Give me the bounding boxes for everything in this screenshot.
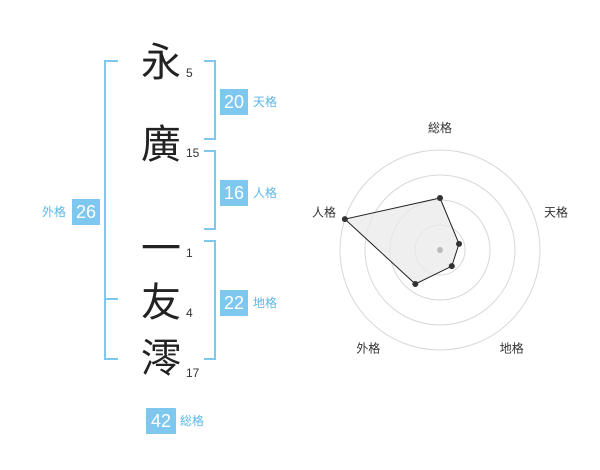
stroke-count: 5 xyxy=(186,66,193,80)
radar-point xyxy=(456,240,463,247)
jinkaku-label: 人格 xyxy=(253,186,278,200)
tenkaku-label: 天格 xyxy=(253,95,278,109)
stroke-count: 15 xyxy=(186,146,200,160)
gaikaku-number: 26 xyxy=(72,199,100,225)
gaikaku-bracket xyxy=(104,60,118,360)
radar-axis-label: 天格 xyxy=(544,204,568,219)
soukaku-number: 42 xyxy=(146,408,176,434)
chikaku-number: 22 xyxy=(220,290,248,316)
radar-center-dot xyxy=(437,247,443,253)
gaikaku-label: 外格 xyxy=(42,205,67,219)
tenkaku-number: 20 xyxy=(220,89,248,115)
radar-point xyxy=(437,195,443,201)
kanji-char: 永 xyxy=(141,40,181,86)
kanji-char: 澪 xyxy=(141,336,181,382)
surname-given-divider-tick xyxy=(106,298,118,300)
radar-axis-label: 外格 xyxy=(356,341,380,356)
radar-axis-label: 地格 xyxy=(500,341,524,356)
radar-point xyxy=(341,216,348,223)
radar-point xyxy=(448,263,455,270)
chikaku-bracket xyxy=(204,240,216,360)
radar-axis-label: 人格 xyxy=(312,204,336,219)
radar-ring xyxy=(364,174,516,326)
jinkaku-bracket xyxy=(204,150,216,230)
radar-polygon xyxy=(343,197,460,285)
kanji-char: 友 xyxy=(141,280,181,326)
kanji-char: 一 xyxy=(141,226,181,272)
stroke-count: 17 xyxy=(186,366,200,380)
tenkaku-bracket xyxy=(204,60,216,140)
radar-ring xyxy=(339,149,541,351)
chikaku-label: 地格 xyxy=(253,296,278,310)
jinkaku-number: 16 xyxy=(220,180,248,206)
radar-axis-label: 総格 xyxy=(428,120,452,135)
stroke-count: 1 xyxy=(186,246,193,260)
kanji-char: 廣 xyxy=(141,122,181,168)
radar-point xyxy=(412,280,419,287)
soukaku-label: 総格 xyxy=(180,414,205,428)
stroke-count: 4 xyxy=(186,306,193,320)
